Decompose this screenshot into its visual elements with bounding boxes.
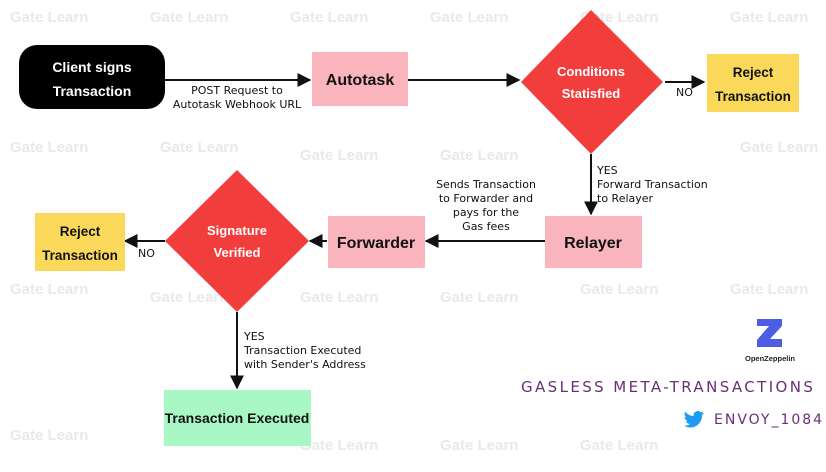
watermark: Gate Learn [430,9,508,26]
client-line2: Transaction [53,83,132,99]
brand-name: OpenZeppelin [745,354,795,363]
watermark: Gate Learn [730,9,808,26]
reject-top-line1: Reject [733,65,774,80]
edge-label-to-forwarder: to Forwarder and [439,192,533,205]
openzeppelin-z-icon [757,319,782,347]
watermark: Gate Learn [160,139,238,156]
edge-label-to-relayer: to Relayer [597,192,654,205]
conditions-line1: Conditions [557,64,625,79]
edge-label-pays-for: pays for the [453,206,519,219]
node-conditions-diamond: Conditions Statisfied [521,10,663,154]
edge-label-no-left: NO [138,247,155,260]
watermark: Gate Learn [740,139,818,156]
edge-label-forward-transaction: Forward Transaction [597,178,708,191]
edge-label-yes-bottom: YES [243,330,265,343]
executed-label: Transaction Executed [165,410,310,426]
edge-labels: POST Request to Autotask Webhook URL NO … [138,84,708,371]
watermark: Gate Learn [10,281,88,298]
watermark: Gate Learn [290,9,368,26]
autotask-label: Autotask [326,72,395,89]
node-autotask: Autotask [312,52,408,106]
watermark: Gate Learn [730,281,808,298]
relayer-label: Relayer [564,235,622,252]
edge-label-sends-transaction: Sends Transaction [436,178,536,191]
conditions-line2: Statisfied [562,86,621,101]
watermark: Gate Learn [580,281,658,298]
node-relayer: Relayer [545,216,642,268]
node-signature-diamond: Signature Verified [165,170,309,312]
watermark: Gate Learn [440,437,518,454]
node-client-signs: Client signs Transaction [19,45,165,109]
signature-line2: Verified [214,245,261,260]
client-line1: Client signs [52,59,132,75]
forwarder-label: Forwarder [337,235,415,252]
watermark: Gate Learn [10,9,88,26]
edge-label-webhook-url: Autotask Webhook URL [173,98,302,111]
node-forwarder: Forwarder [328,216,425,268]
watermark: Gate Learn [440,147,518,164]
edge-label-transaction-executed: Transaction Executed [243,344,361,357]
twitter-bird-icon [683,410,705,428]
footer-title: GASLESS META-TRANSACTIONS [521,378,815,396]
reject-left-line1: Reject [60,224,101,239]
edge-label-post-request: POST Request to [191,84,283,97]
watermark: Gate Learn [300,437,378,454]
footer-handle: ENVOY_1084 [714,412,824,428]
reject-top-line2: Transaction [715,89,791,104]
edge-label-yes-top: YES [596,164,618,177]
watermark: Gate Learn [440,289,518,306]
edges [123,73,706,390]
edge-label-no-top: NO [676,86,693,99]
watermark: Gate Learn [150,289,228,306]
node-transaction-executed: Transaction Executed [164,390,311,446]
watermark: Gate Learn [300,289,378,306]
node-reject-top: Reject Transaction [707,54,799,112]
watermark: Gate Learn [10,427,88,444]
reject-left-line2: Transaction [42,248,118,263]
watermark-layer: Gate Learn Gate Learn Gate Learn Gate Le… [10,9,818,454]
edge-label-senders-address: with Sender's Address [244,358,366,371]
signature-line1: Signature [207,223,267,238]
openzeppelin-logo: OpenZeppelin [745,319,795,363]
watermark: Gate Learn [300,147,378,164]
node-reject-left: Reject Transaction [35,213,125,271]
edge-label-gas-fees: Gas fees [462,220,510,233]
watermark: Gate Learn [150,9,228,26]
watermark: Gate Learn [580,437,658,454]
watermark: Gate Learn [10,139,88,156]
